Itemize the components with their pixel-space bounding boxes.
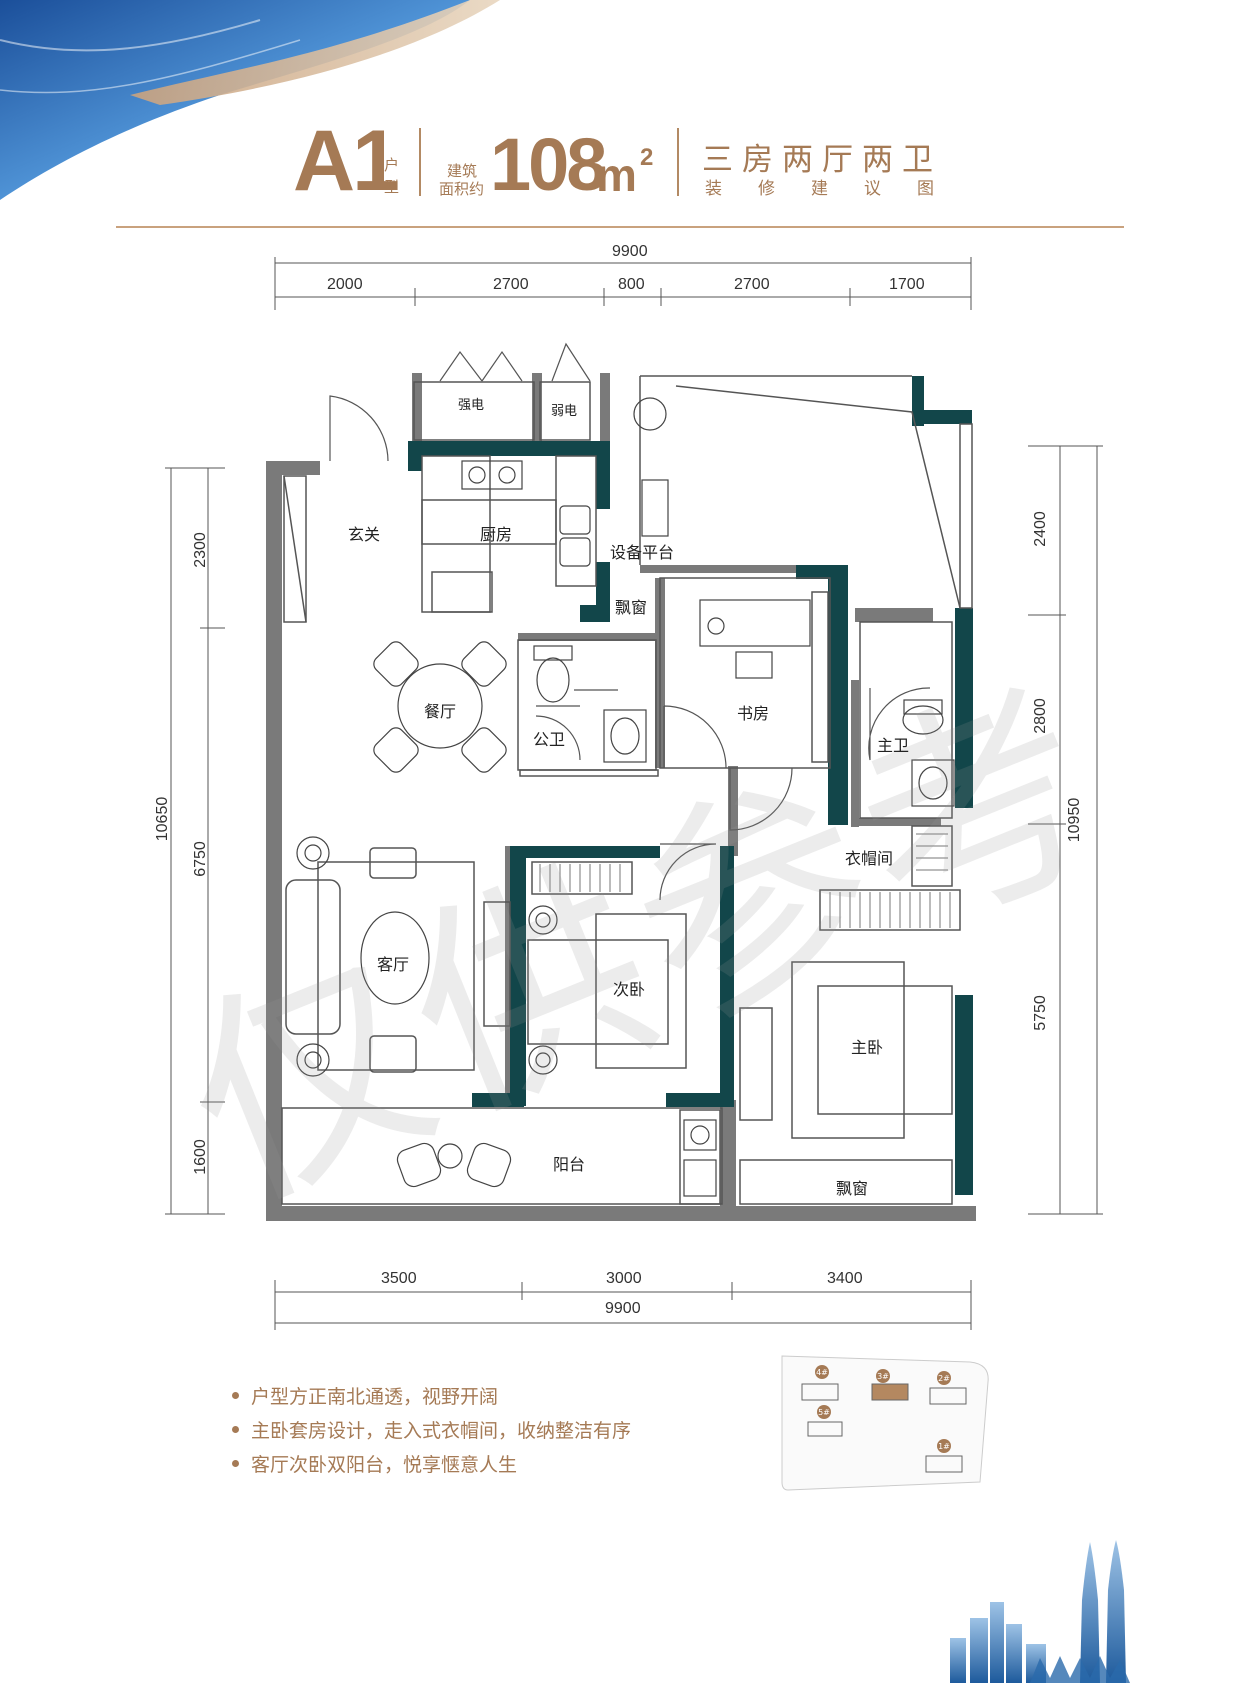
room-dining: 餐厅 <box>424 702 457 721</box>
dim-bottom-seg-3: 3400 <box>827 1270 863 1287</box>
room-weak-electric: 弱电 <box>551 404 578 419</box>
room-master-bath: 主卫 <box>877 736 910 755</box>
feature-text: 客厅次卧双阳台，悦享惬意人生 <box>251 1453 518 1476</box>
site-building-label: 5# <box>818 1408 830 1417</box>
feature-item: 客厅次卧双阳台，悦享惬意人生 <box>232 1446 631 1480</box>
feature-list: 户型方正南北通透，视野开阔 主卧套房设计，走入式衣帽间，收纳整洁有序 客厅次卧双… <box>232 1378 631 1480</box>
dim-bottom-total: 9900 <box>605 1300 641 1317</box>
dim-top-seg-3: 800 <box>618 276 645 293</box>
site-key-plan: 4# 3# 2# 5# 1# <box>781 1355 989 1491</box>
floor-lamp-icon <box>296 836 558 1077</box>
area-label-1: 建筑 <box>447 162 478 180</box>
unit-code: A1 <box>293 113 400 209</box>
dim-top-total: 9900 <box>612 243 648 260</box>
dim-top-seg-5: 1700 <box>889 276 925 293</box>
bullet-dot <box>232 1425 239 1433</box>
area-label-2: 面积约 <box>439 180 485 198</box>
bullet-dot <box>232 1459 239 1467</box>
partitions <box>281 375 973 1205</box>
room-equipment-platform: 设备平台 <box>610 543 675 562</box>
site-building-label: 3# <box>877 1372 889 1381</box>
room-kitchen: 厨房 <box>480 525 513 544</box>
bullet-dot <box>232 1391 239 1399</box>
shelf-stripes <box>539 833 951 928</box>
area-unit: m <box>596 149 637 201</box>
toilet-icon <box>533 645 944 735</box>
header-divider <box>419 128 421 196</box>
area-unit-sup: 2 <box>640 144 654 171</box>
dining-table-icon <box>373 641 507 773</box>
room-bay-window-1: 飘窗 <box>615 598 648 617</box>
site-building-label: 2# <box>938 1374 950 1383</box>
lounge-chair-icon <box>396 1142 512 1188</box>
dim-bottom-seg-2: 3000 <box>606 1270 642 1287</box>
header-divider-2 <box>677 128 679 196</box>
room-cloakroom: 衣帽间 <box>845 849 894 868</box>
room-bay-window-2: 飘窗 <box>836 1179 869 1198</box>
dimension-lines <box>165 257 1103 1330</box>
equipment-unit-icon <box>641 479 669 537</box>
room-study: 书房 <box>737 704 770 723</box>
feature-text: 户型方正南北通透，视野开阔 <box>251 1385 499 1408</box>
desk-icon <box>699 599 811 679</box>
room-master-bedroom: 主卧 <box>851 1038 884 1057</box>
unit-word-1: 户 <box>384 156 400 174</box>
feature-text: 主卧套房设计，走入式衣帽间，收纳整洁有序 <box>251 1419 632 1442</box>
dim-top-seg-2: 2700 <box>493 276 529 293</box>
decorative-wave-graphic <box>0 0 500 200</box>
unit-word-2: 型 <box>384 178 400 196</box>
room-living: 客厅 <box>377 955 410 974</box>
site-building-label: 4# <box>816 1368 828 1377</box>
room-public-bath: 公卫 <box>533 730 566 749</box>
layout-title: 三房两厅两卫 <box>702 142 942 178</box>
layout-subtitle: 装修建议图 <box>705 179 970 199</box>
header-underline <box>116 226 1124 228</box>
water-heater-icon <box>633 397 667 431</box>
basin-icon <box>603 709 955 807</box>
feature-item: 主卧套房设计，走入式衣帽间，收纳整洁有序 <box>232 1412 631 1446</box>
dim-bottom-seg-1: 3500 <box>381 1270 417 1287</box>
walls-teal <box>408 376 973 1195</box>
feature-item: 户型方正南北通透，视野开阔 <box>232 1378 631 1412</box>
door-swings <box>329 342 931 901</box>
dim-top-seg-1: 2000 <box>327 276 363 293</box>
stove-icon <box>461 460 523 490</box>
dim-top-seg-4: 2700 <box>734 276 770 293</box>
room-second-bedroom: 次卧 <box>613 980 646 999</box>
coffee-table-icon <box>360 911 430 1005</box>
room-balcony: 阳台 <box>553 1155 586 1174</box>
site-building-label: 1# <box>938 1442 950 1451</box>
washer-icon <box>683 1119 717 1197</box>
kitchen-sink-icon <box>559 505 591 567</box>
room-strong-electric: 强电 <box>458 398 485 413</box>
skyline-graphic <box>950 1540 1130 1683</box>
area-value: 108 <box>490 123 607 206</box>
room-entrance: 玄关 <box>348 525 381 544</box>
